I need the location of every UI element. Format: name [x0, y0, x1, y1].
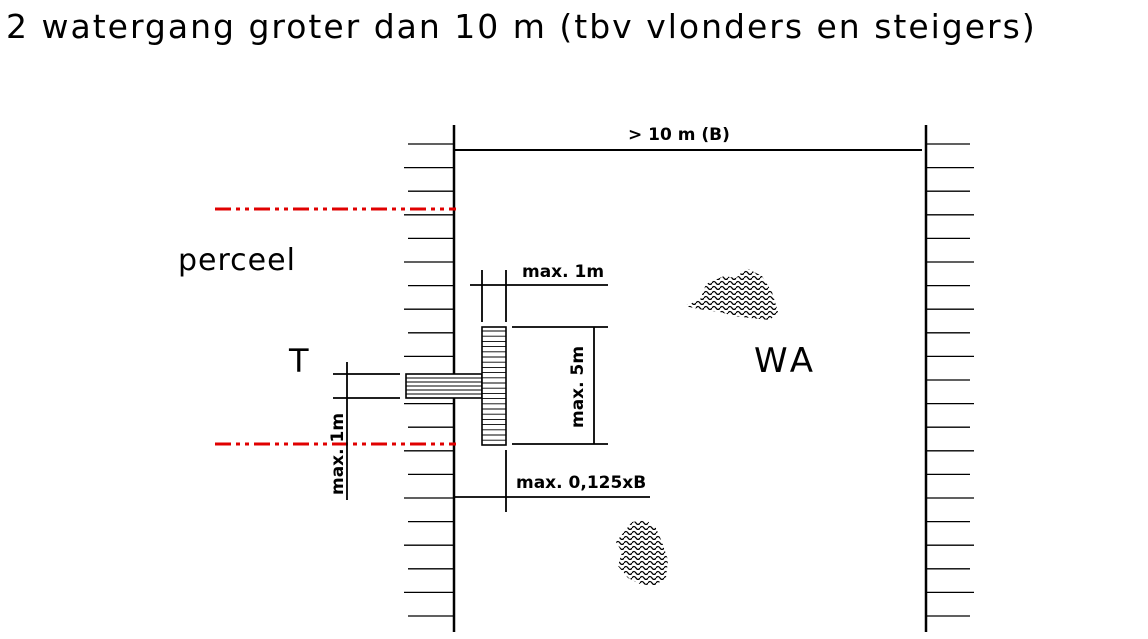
label-max-5m: max. 5m [568, 346, 588, 428]
dimension-max-1m-side [333, 362, 400, 500]
label-max-1m-top: max. 1m [522, 262, 604, 282]
parcel-label: perceel [178, 243, 296, 278]
jetty-platform-hatching [482, 330, 506, 441]
right-bank-hatching [926, 143, 974, 617]
label-t: T [288, 342, 309, 380]
water-label: WA [754, 341, 817, 381]
dimension-max-0125xB [454, 450, 650, 512]
width-label: > 10 m (B) [628, 125, 730, 145]
water-plant-symbol-upper [684, 268, 778, 320]
dimension-max-1m-top [470, 270, 608, 322]
label-max-1m-side: max. 1m [328, 413, 348, 495]
jetty-platform [481, 326, 507, 446]
dimension-max-5m [512, 326, 608, 445]
label-max-0125xB: max. 0,125xB [516, 473, 646, 493]
jetty [405, 326, 507, 446]
water-plant-symbol-lower [616, 520, 668, 586]
drawing-title: 2 watergang groter dan 10 m (tbv vlonder… [6, 7, 1037, 46]
jetty-walkway-hatching [406, 377, 482, 395]
